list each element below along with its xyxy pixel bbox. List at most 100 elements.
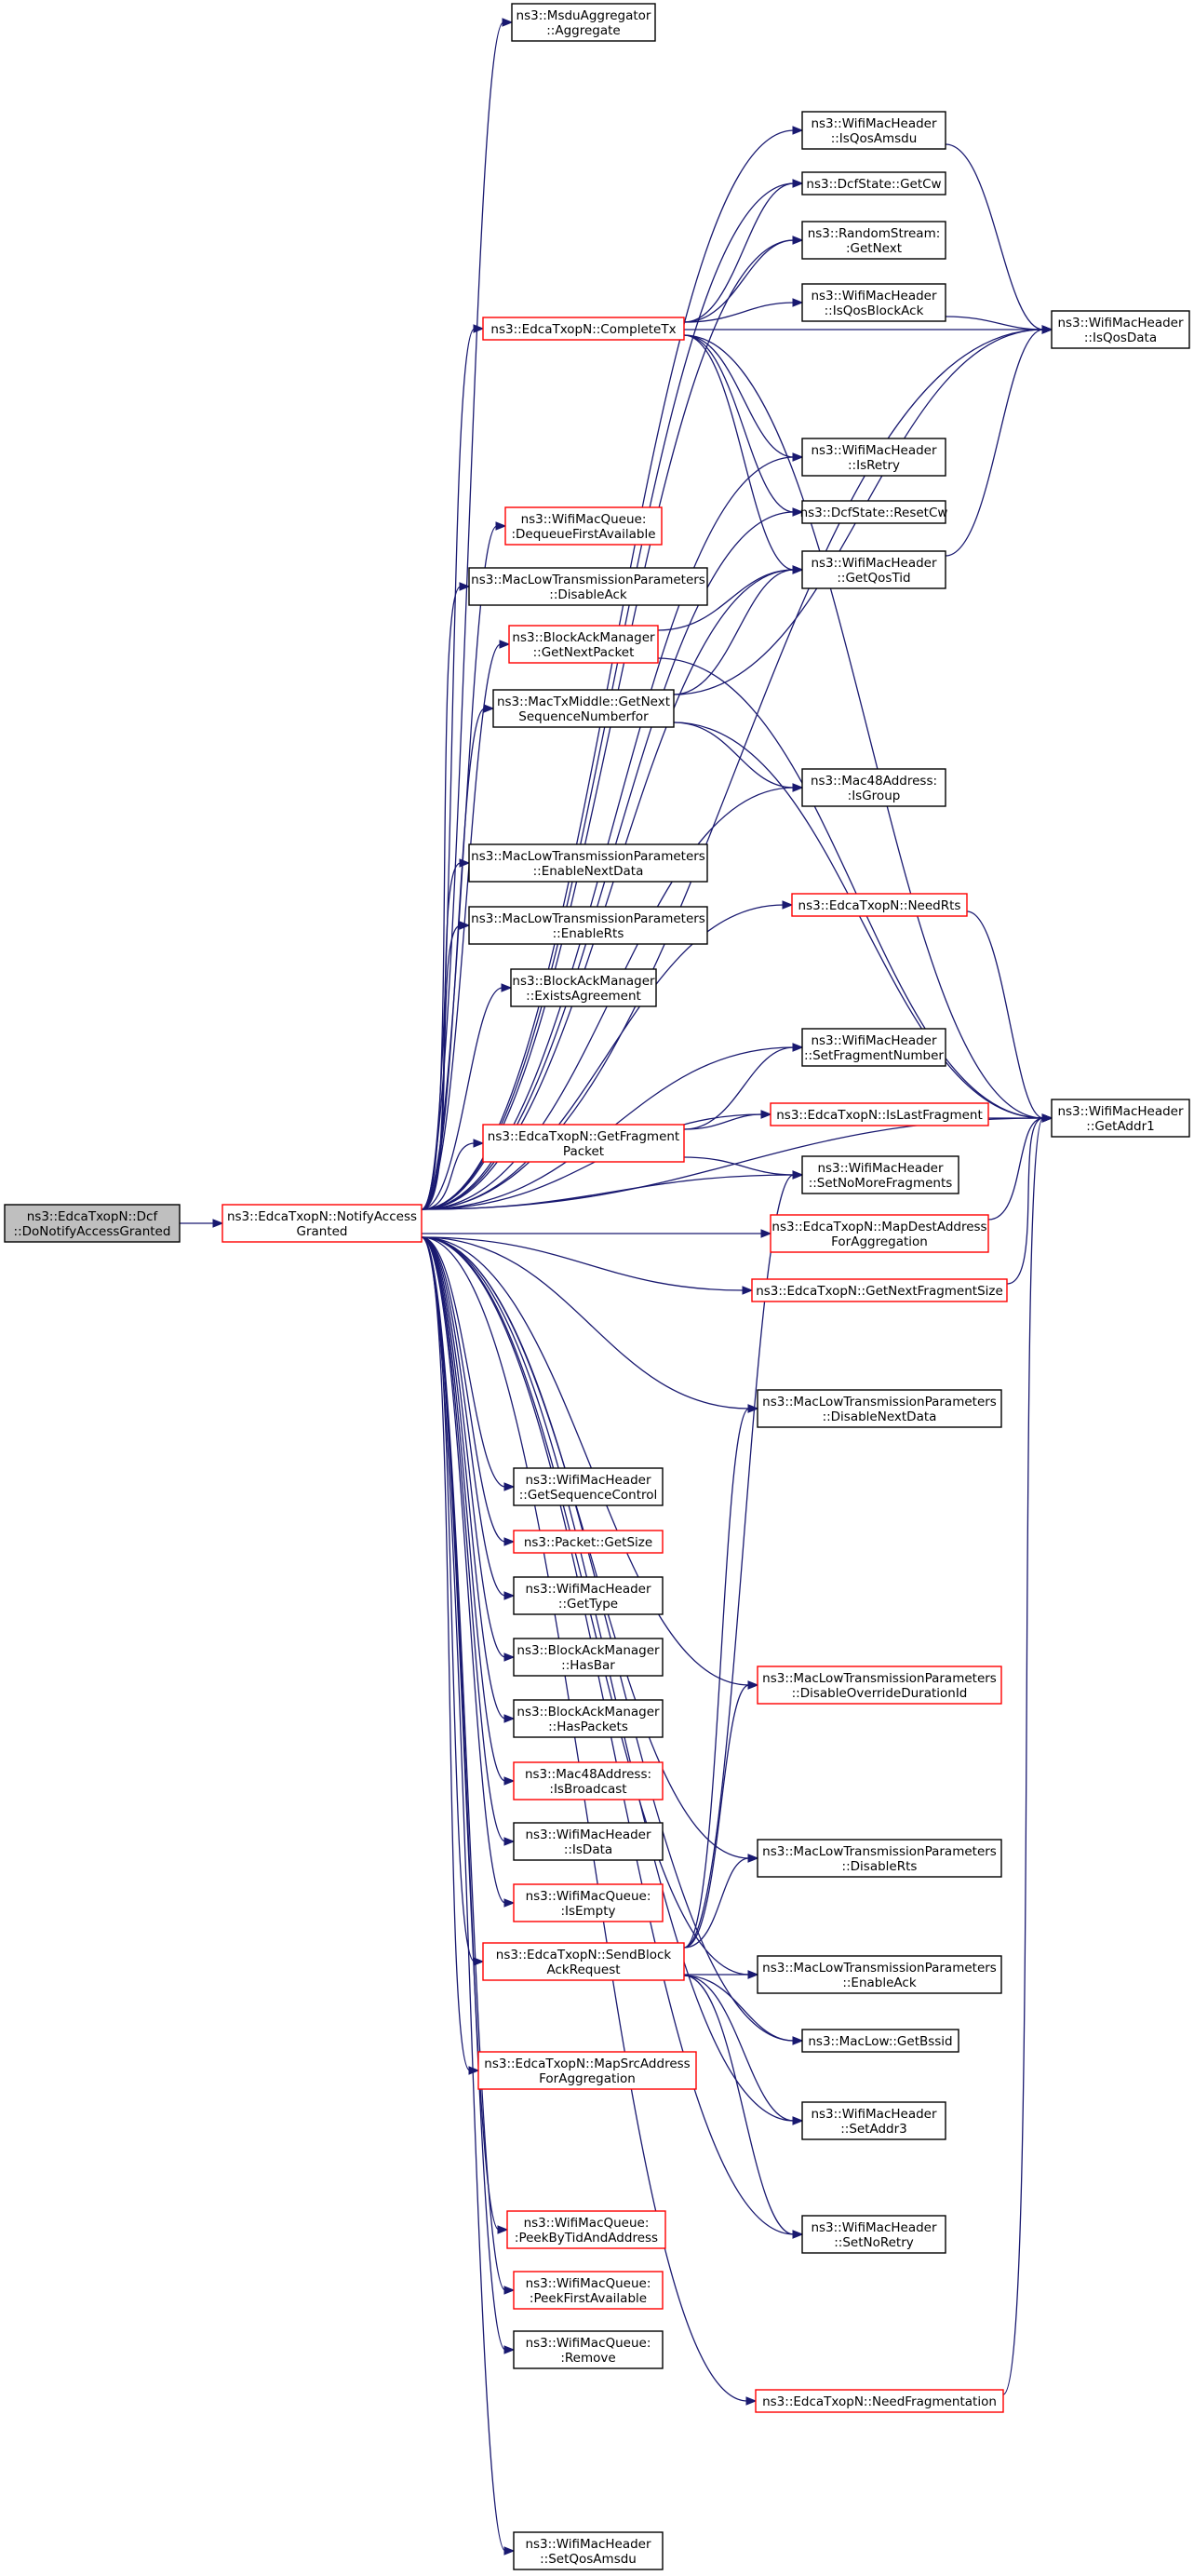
call-edge-nag-to-mapdest (421, 1229, 772, 1238)
node-getseqctrl[interactable]: ns3::WifiMacHeader::GetSequenceControl (513, 1467, 664, 1506)
node-getbssid[interactable]: ns3::MacLow::GetBssid (801, 2029, 959, 2053)
node-box (513, 1467, 664, 1506)
node-label-line: ns3::BlockAckManager (512, 630, 655, 645)
node-peekbytid[interactable]: ns3::WifiMacQueue::PeekByTidAndAddress (506, 2210, 666, 2249)
node-disablerts[interactable]: ns3::MacLowTransmissionParameters::Disab… (757, 1839, 1002, 1878)
node-label-line: ns3::MacLow::GetBssid (808, 2034, 952, 2049)
node-isqosdata[interactable]: ns3::WifiMacHeader::IsQosData (1051, 310, 1190, 349)
node-dequeue[interactable]: ns3::WifiMacQueue::DequeueFirstAvailable (504, 506, 663, 546)
call-edge-line (421, 708, 486, 1210)
node-remove[interactable]: ns3::WifiMacQueue::Remove (513, 2330, 664, 2369)
node-box (801, 221, 946, 260)
call-edge-nag-to-enablenextdata (421, 858, 471, 1210)
node-box (801, 768, 946, 807)
node-isretry[interactable]: ns3::WifiMacHeader::IsRetry (801, 438, 946, 477)
node-setqosamsdu[interactable]: ns3::WifiMacHeader::SetQosAmsdu (513, 2531, 664, 2570)
call-edge-mapdest-to-getaddr1 (987, 1113, 1053, 1221)
node-box (492, 689, 675, 728)
node-peekfirst[interactable]: ns3::WifiMacQueue::PeekFirstAvailable (513, 2271, 664, 2310)
node-existsagreement[interactable]: ns3::BlockAckManager::ExistsAgreement (510, 968, 657, 1007)
arrowhead-icon (473, 1139, 485, 1148)
node-getsize[interactable]: ns3::Packet::GetSize (513, 1530, 664, 1554)
node-label-line: :IsEmpty (560, 1904, 615, 1919)
node-label-line: ns3::MacTxMiddle::GetNext (497, 695, 670, 709)
node-setfragnum[interactable]: ns3::WifiMacHeader::SetFragmentNumber (801, 1028, 946, 1067)
node-getaddr1[interactable]: ns3::WifiMacHeader::GetAddr1 (1051, 1099, 1190, 1138)
node-box (801, 2101, 946, 2140)
node-label-line: ns3::WifiMacQueue: (526, 2336, 651, 2351)
node-box (513, 2271, 664, 2310)
arrowhead-icon (747, 1680, 759, 1690)
node-enablenextdata[interactable]: ns3::MacLowTransmissionParameters::Enabl… (468, 843, 708, 883)
node-needfrag[interactable]: ns3::EdcaTxopN::NeedFragmentation (755, 2389, 1004, 2413)
call-edge-line (421, 1174, 795, 1210)
node-isbroadcast[interactable]: ns3::Mac48Address::IsBroadcast (513, 1761, 664, 1801)
node-completetx[interactable]: ns3::EdcaTxopN::CompleteTx (482, 317, 685, 341)
node-msdu[interactable]: ns3::MsduAggregator::Aggregate (511, 3, 656, 42)
call-edge-line (1002, 1117, 1044, 2395)
node-getqostid[interactable]: ns3::WifiMacHeader::GetQosTid (801, 550, 946, 589)
node-label-line: ::IsData (564, 1842, 612, 1857)
node-mactxmiddle[interactable]: ns3::MacTxMiddle::GetNextSequenceNumberf… (492, 689, 675, 728)
node-label-line: ::SetNoMoreFragments (809, 1176, 953, 1191)
node-gettype[interactable]: ns3::WifiMacHeader::GetType (513, 1576, 664, 1615)
call-edge-completetx-to-resetcw (683, 334, 804, 517)
call-edge-completetx-to-rsgetnext (683, 236, 804, 323)
node-getnextfragsize[interactable]: ns3::EdcaTxopN::GetNextFragmentSize (751, 1278, 1008, 1302)
node-islastfrag[interactable]: ns3::EdcaTxopN::IsLastFragment (770, 1102, 989, 1126)
call-edge-line (683, 302, 795, 323)
call-edge-nag-to-isempty (421, 1236, 516, 1908)
call-edge-line (421, 862, 462, 1210)
node-label-line: ns3::MacLowTransmissionParameters (762, 1961, 997, 1976)
node-box (468, 567, 708, 606)
node-getcw[interactable]: ns3::DcfState::GetCw (801, 171, 946, 196)
node-setnoretry[interactable]: ns3::WifiMacHeader::SetNoRetry (801, 2215, 946, 2254)
node-isdata[interactable]: ns3::WifiMacHeader::IsData (513, 1822, 664, 1861)
call-edge-getnextfragsize-to-getaddr1 (1006, 1113, 1053, 1285)
node-isgroup[interactable]: ns3::Mac48Address::IsGroup (801, 768, 946, 807)
node-isempty[interactable]: ns3::WifiMacQueue::IsEmpty (513, 1883, 664, 1922)
node-label-line: ::GetAddr1 (1086, 1119, 1154, 1134)
arrowhead-icon (503, 1537, 516, 1546)
node-mapdest[interactable]: ns3::EdcaTxopN::MapDestAddressForAggrega… (770, 1214, 989, 1253)
node-label-line: ::IsQosAmsdu (831, 131, 918, 146)
call-edge-nag-to-setnomorefrags (421, 1170, 804, 1210)
node-disableack[interactable]: ns3::MacLowTransmissionParameters::Disab… (468, 567, 708, 606)
call-edge-nag-to-haspackets (421, 1236, 516, 1723)
node-nag[interactable]: ns3::EdcaTxopN::NotifyAccessGranted (221, 1204, 423, 1243)
call-edge-root-to-nag (180, 1219, 224, 1228)
node-label-line: ::GetQosTid (837, 571, 910, 586)
node-enablerts[interactable]: ns3::MacLowTransmissionParameters::Enabl… (468, 906, 708, 945)
node-resetcw[interactable]: ns3::DcfState::ResetCw (800, 500, 948, 524)
node-label-line: ns3::DcfState::ResetCw (800, 506, 948, 520)
node-disableoverride[interactable]: ns3::MacLowTransmissionParameters::Disab… (757, 1666, 1002, 1705)
node-needrts[interactable]: ns3::EdcaTxopN::NeedRts (791, 893, 968, 917)
arrowhead-icon (792, 507, 804, 517)
node-hasbar[interactable]: ns3::BlockAckManager::HasBar (513, 1638, 664, 1677)
arrowhead-icon (495, 521, 507, 531)
node-bamgetnext[interactable]: ns3::BlockAckManager::GetNextPacket (508, 625, 659, 664)
node-rsgetnext[interactable]: ns3::RandomStream::GetNext (801, 221, 946, 260)
node-label-line: ns3::WifiMacHeader (1057, 1104, 1184, 1119)
call-edge-line (945, 329, 1044, 557)
node-haspackets[interactable]: ns3::BlockAckManager::HasPackets (513, 1699, 664, 1738)
node-label-line: ::HasBar (561, 1658, 615, 1673)
node-box (801, 1028, 946, 1067)
call-edge-sendblockack-to-setnoretry (683, 1975, 804, 2239)
node-mapsrc[interactable]: ns3::EdcaTxopN::MapSrcAddressForAggregat… (477, 2051, 697, 2090)
node-isqosblockack[interactable]: ns3::WifiMacHeader::IsQosBlockAck (801, 283, 946, 322)
node-isqosamsdu[interactable]: ns3::WifiMacHeader::IsQosAmsdu (801, 111, 946, 150)
node-setaddr3[interactable]: ns3::WifiMacHeader::SetAddr3 (801, 2101, 946, 2140)
node-box (801, 2029, 959, 2053)
node-enableack[interactable]: ns3::MacLowTransmissionParameters::Enabl… (757, 1955, 1002, 1994)
node-disablenextdata[interactable]: ns3::MacLowTransmissionParameters::Disab… (757, 1389, 1002, 1428)
arrowhead-icon (792, 1170, 804, 1180)
node-box (751, 1278, 1008, 1302)
node-setnomorefrags[interactable]: ns3::WifiMacHeader::SetNoMoreFragments (801, 1155, 959, 1194)
call-edge-line (421, 1236, 506, 2552)
call-edge-nag-to-gettype (421, 1236, 516, 1600)
node-box (506, 2210, 666, 2249)
node-label-line: ns3::WifiMacHeader (525, 2537, 651, 2552)
